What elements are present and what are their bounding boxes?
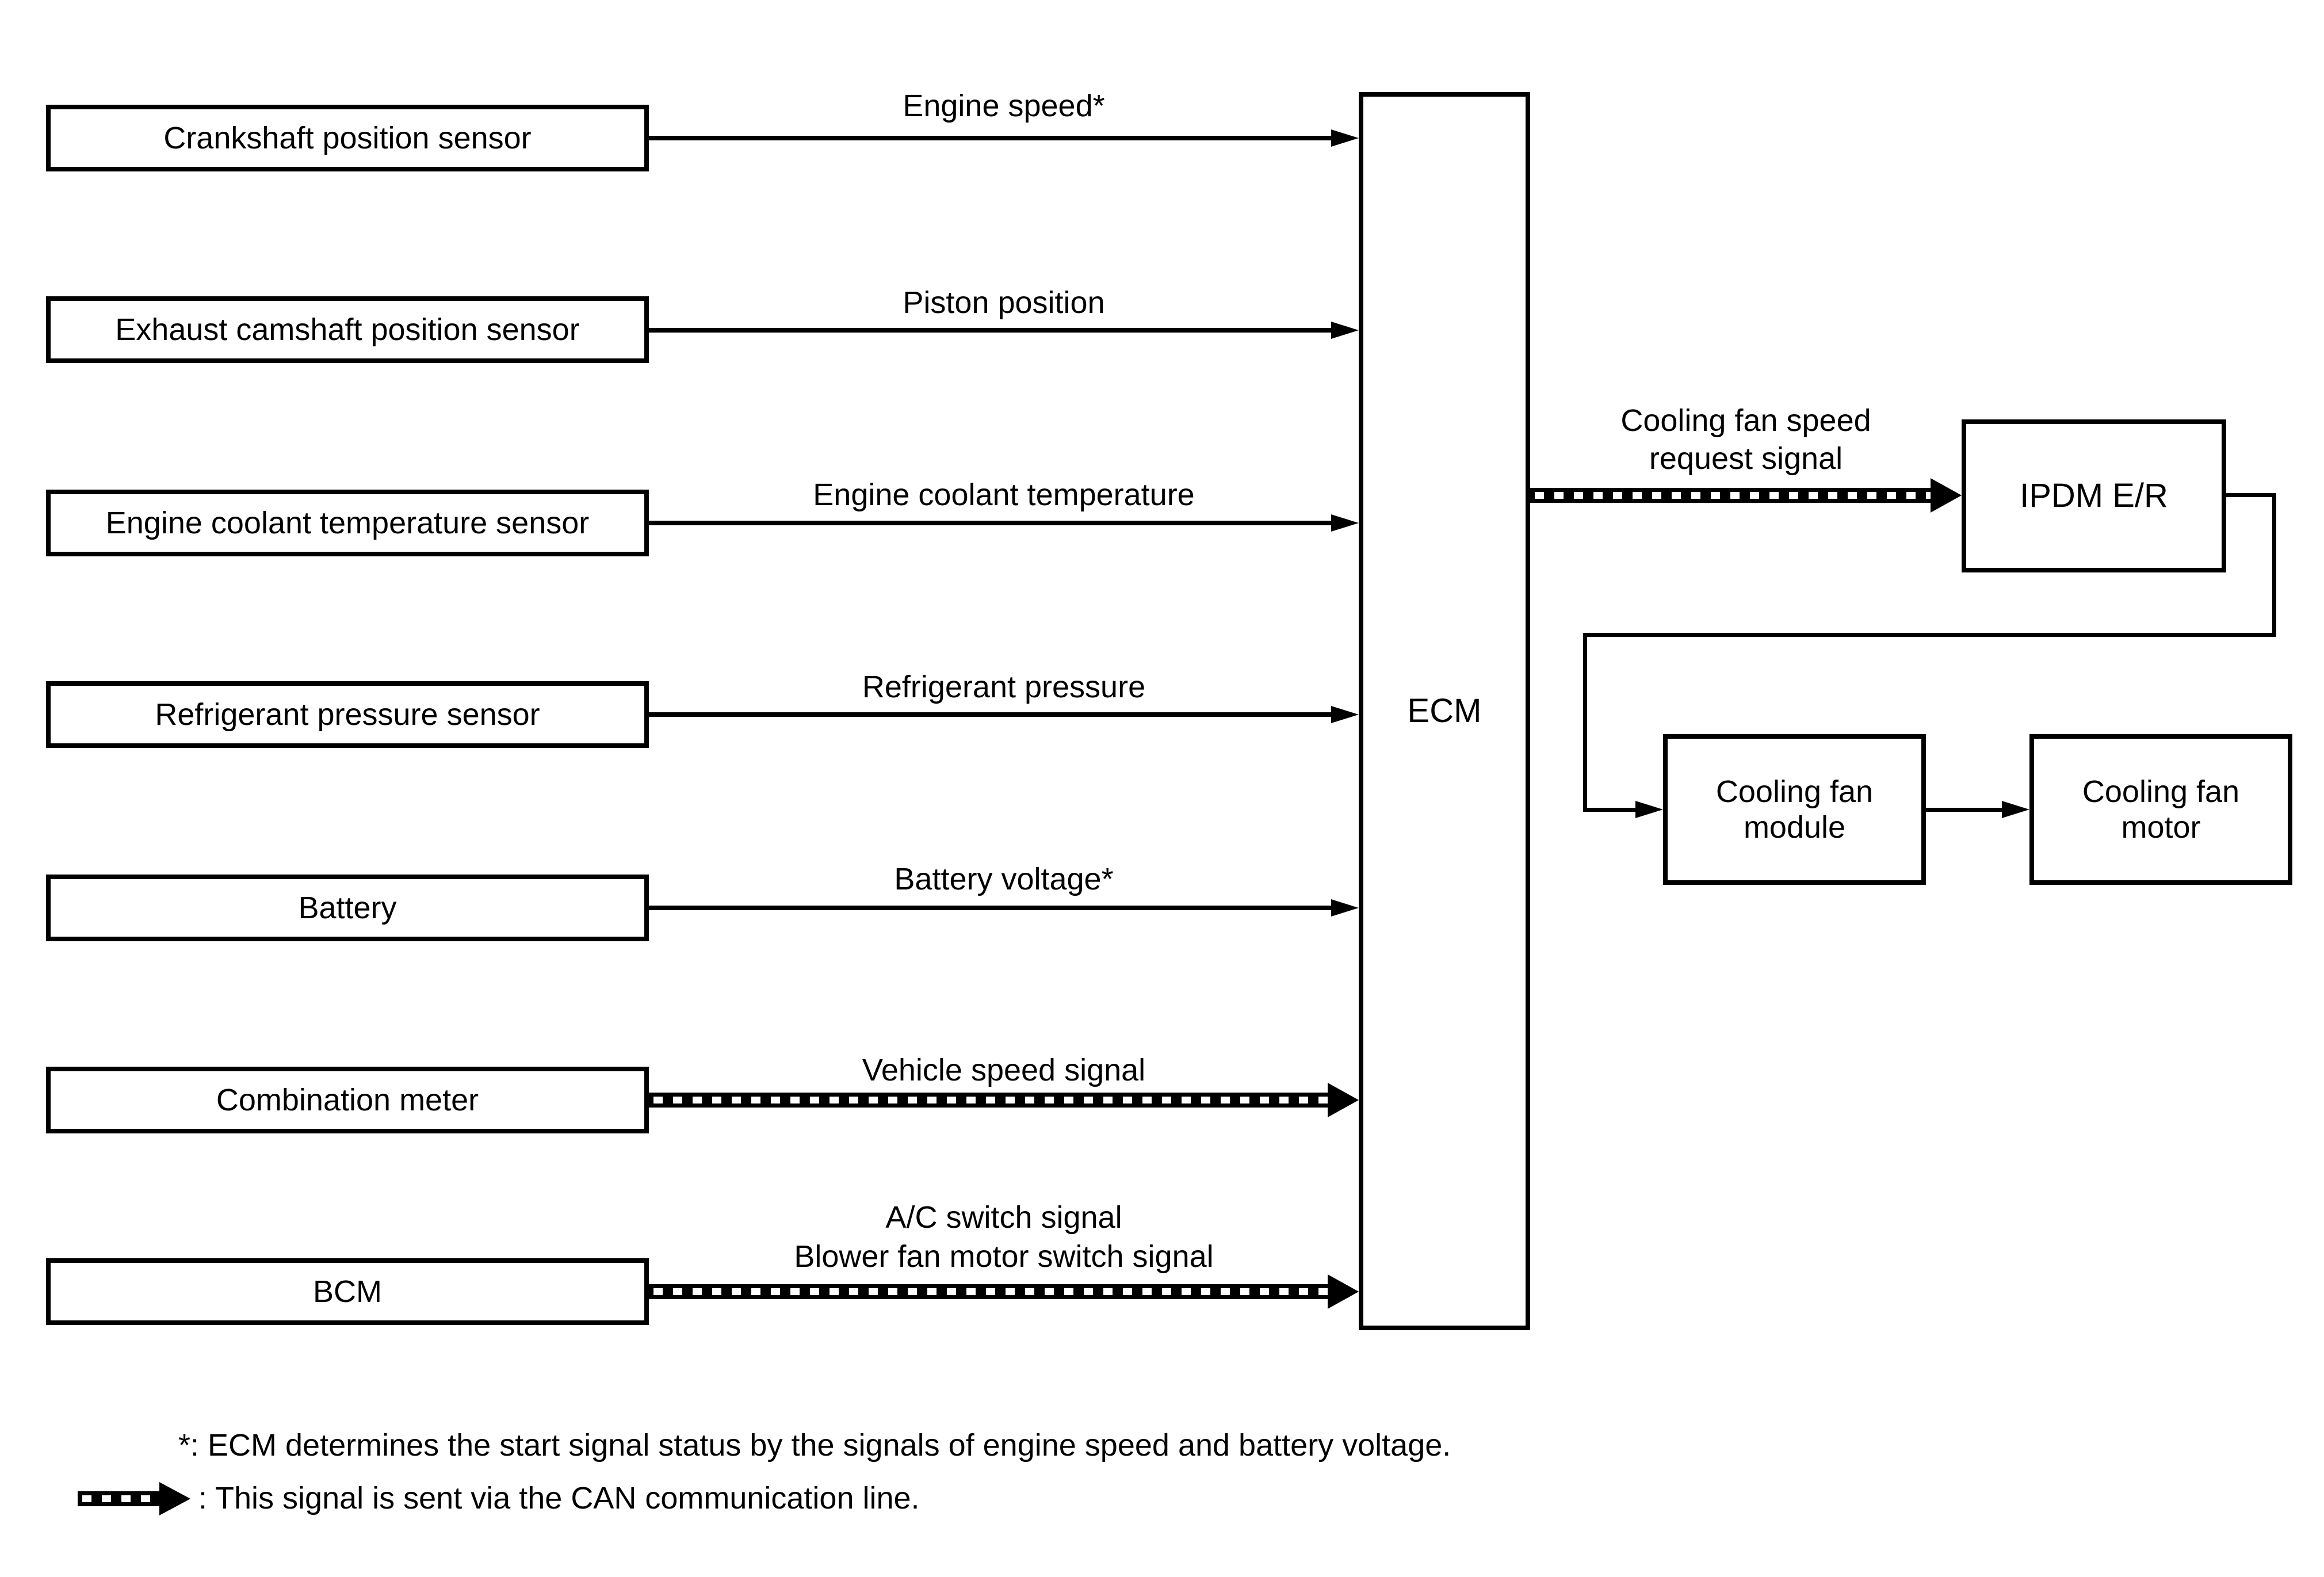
signal-line — [649, 906, 1333, 910]
signal-line — [649, 521, 1333, 525]
source-box-combination-meter: Combination meter — [46, 1067, 649, 1133]
source-box-battery: Battery — [46, 875, 649, 941]
ipdm-er-label: IPDM E/R — [2020, 477, 2168, 514]
connector-line — [1583, 633, 1587, 812]
can-signal-line — [1530, 488, 1931, 503]
source-box-label: Exhaust camshaft position sensor — [115, 312, 580, 347]
signal-label-line: Blower fan motor switch signal — [794, 1239, 1214, 1274]
cooling-fan-motor-box: Cooling fan motor — [2029, 734, 2292, 885]
signal-label-line: request signal — [1649, 441, 1843, 476]
can-arrowhead-icon — [1328, 1274, 1359, 1309]
connector-line — [1583, 808, 1638, 812]
signal-label-line: A/C switch signal — [885, 1200, 1122, 1235]
source-box-label: Battery — [298, 891, 397, 925]
signal-label-cooling-fan-speed-request: Cooling fan speed request signal — [1547, 402, 1944, 478]
source-box-label: Crankshaft position sensor — [163, 121, 532, 155]
connector-line — [1926, 808, 2004, 812]
cooling-fan-module-box: Cooling fan module — [1663, 734, 1926, 885]
ipdm-er-box: IPDM E/R — [1962, 419, 2226, 572]
footnote-can-legend: : This signal is sent via the CAN commun… — [198, 1481, 920, 1515]
signal-line — [649, 136, 1333, 140]
cooling-fan-motor-label-line: Cooling fan — [2082, 774, 2240, 809]
source-box-bcm: BCM — [46, 1258, 649, 1325]
signal-label-piston-position: Piston position — [903, 285, 1105, 320]
signal-label-vehicle-speed: Vehicle speed signal — [862, 1053, 1146, 1087]
arrowhead-icon — [1331, 129, 1359, 147]
signal-label-battery-voltage: Battery voltage* — [894, 862, 1114, 896]
source-box-label: BCM — [313, 1274, 382, 1309]
signal-label-engine-coolant-temperature: Engine coolant temperature — [813, 478, 1195, 512]
arrowhead-icon — [1331, 706, 1359, 723]
arrowhead-icon — [1331, 899, 1359, 917]
source-box-exhaust-camshaft-position-sensor: Exhaust camshaft position sensor — [46, 296, 649, 363]
arrowhead-icon — [1331, 514, 1359, 532]
arrowhead-icon — [1331, 322, 1359, 339]
signal-label-ac-blower: A/C switch signal Blower fan motor switc… — [649, 1198, 1359, 1276]
connector-line — [2272, 493, 2276, 637]
source-box-refrigerant-pressure-sensor: Refrigerant pressure sensor — [46, 681, 649, 748]
can-legend-arrowhead-icon — [159, 1482, 190, 1515]
cooling-fan-module-label-line: Cooling fan — [1715, 774, 1874, 809]
arrowhead-icon — [1635, 801, 1663, 818]
signal-label-refrigerant-pressure: Refrigerant pressure — [862, 670, 1146, 704]
signal-label-engine-speed: Engine speed* — [903, 89, 1105, 123]
signal-label-line: Cooling fan speed — [1620, 403, 1871, 438]
cooling-fan-motor-label-line: motor — [2121, 810, 2201, 845]
source-box-crankshaft-position-sensor: Crankshaft position sensor — [46, 105, 649, 171]
source-box-label: Engine coolant temperature sensor — [105, 506, 590, 540]
signal-line — [649, 712, 1333, 717]
can-legend-line-icon — [78, 1491, 159, 1506]
signal-line — [649, 328, 1333, 333]
source-box-label: Combination meter — [216, 1083, 479, 1117]
footnote-asterisk: *: ECM determines the start signal statu… — [178, 1428, 1451, 1463]
cooling-fan-module-label-line: module — [1743, 810, 1846, 845]
connector-line — [2226, 493, 2276, 497]
source-box-engine-coolant-temperature-sensor: Engine coolant temperature sensor — [46, 490, 649, 556]
source-box-label: Refrigerant pressure sensor — [155, 697, 540, 732]
can-signal-line — [649, 1284, 1328, 1299]
ecm-box: ECM — [1359, 92, 1530, 1330]
can-arrowhead-icon — [1328, 1083, 1359, 1117]
connector-line — [1583, 633, 2276, 637]
can-signal-line — [649, 1093, 1328, 1108]
can-arrowhead-icon — [1931, 478, 1962, 513]
arrowhead-icon — [2002, 801, 2029, 818]
ecm-label: ECM — [1407, 692, 1482, 730]
